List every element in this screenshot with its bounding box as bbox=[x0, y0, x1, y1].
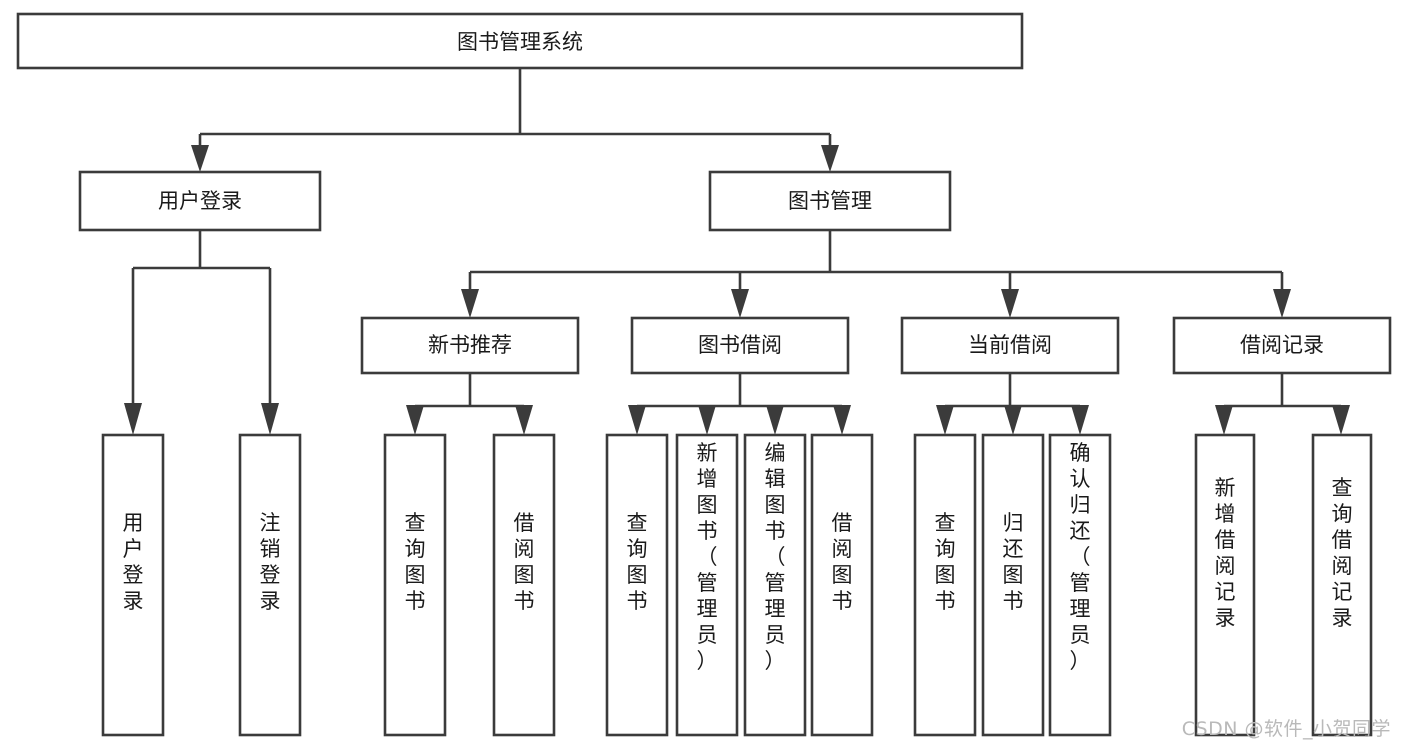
arrow-to-leaf-add-book bbox=[698, 405, 716, 435]
node-leaf-borrow-book-2-box[interactable] bbox=[810, 433, 874, 737]
node-leaf-return-book-label: 归还图书 bbox=[1003, 511, 1024, 613]
node-leaf-query-book-1[interactable]: 查询图书 bbox=[383, 433, 447, 737]
node-leaf-add-book-box[interactable] bbox=[675, 433, 739, 737]
node-leaf-confirm-return[interactable]: 确认归还（管理员） bbox=[1048, 433, 1112, 737]
node-leaf-query-book-3-label: 查询图书 bbox=[935, 511, 956, 613]
arrow-to-user-login bbox=[191, 145, 209, 172]
node-book-management[interactable]: 图书管理 bbox=[708, 170, 952, 232]
arrow-to-leaf-edit-book bbox=[766, 405, 784, 435]
node-leaf-borrow-book-2[interactable]: 借阅图书 bbox=[810, 433, 874, 737]
node-leaf-user-login[interactable]: 用户登录 bbox=[101, 433, 165, 737]
arrow-to-leaf-return-book bbox=[1004, 405, 1022, 435]
arrow-to-leaf-user-login bbox=[124, 403, 142, 435]
node-borrow-record-label: 借阅记录 bbox=[1240, 333, 1324, 357]
node-leaf-add-record[interactable]: 新增借阅记录 bbox=[1194, 433, 1256, 737]
node-user-login-box[interactable] bbox=[78, 170, 322, 232]
node-leaf-borrow-book-1[interactable]: 借阅图书 bbox=[492, 433, 556, 737]
arrow-to-leaf-borrow-book-2 bbox=[833, 405, 851, 435]
node-current-borrow-box[interactable] bbox=[900, 316, 1120, 375]
node-leaf-edit-book-box[interactable] bbox=[743, 433, 807, 737]
node-leaf-query-book-3[interactable]: 查询图书 bbox=[913, 433, 977, 737]
arrow-to-book-management bbox=[821, 145, 839, 172]
node-leaf-add-record-box[interactable] bbox=[1194, 433, 1256, 737]
arrow-to-leaf-query-record bbox=[1332, 405, 1350, 435]
arrow-to-new-book-recommend bbox=[461, 289, 479, 318]
node-leaf-borrow-book-1-label: 借阅图书 bbox=[514, 511, 535, 613]
node-leaf-query-record-label: 查询借阅记录 bbox=[1332, 476, 1353, 630]
node-book-borrow-box[interactable] bbox=[630, 316, 850, 375]
node-book-management-box[interactable] bbox=[708, 170, 952, 232]
node-book-borrow[interactable]: 图书借阅 bbox=[630, 316, 850, 375]
node-leaf-user-login-label: 用户登录 bbox=[123, 511, 144, 613]
node-leaf-borrow-book-1-box[interactable] bbox=[492, 433, 556, 737]
arrow-to-leaf-confirm-return bbox=[1071, 405, 1089, 435]
node-leaf-query-record[interactable]: 查询借阅记录 bbox=[1311, 433, 1373, 737]
node-leaf-user-logout[interactable]: 注销登录 bbox=[238, 433, 302, 737]
node-leaf-edit-book-label: 编辑图书（管理员） bbox=[765, 441, 786, 673]
node-user-login[interactable]: 用户登录 bbox=[78, 170, 322, 232]
node-leaf-query-book-3-box[interactable] bbox=[913, 433, 977, 737]
arrow-to-leaf-query-book-1 bbox=[406, 405, 424, 435]
node-leaf-borrow-book-2-label: 借阅图书 bbox=[832, 511, 853, 613]
node-leaf-add-record-label: 新增借阅记录 bbox=[1215, 476, 1236, 630]
node-borrow-record[interactable]: 借阅记录 bbox=[1172, 316, 1392, 375]
node-book-borrow-label: 图书借阅 bbox=[698, 333, 782, 357]
node-leaf-add-book[interactable]: 新增图书（管理员） bbox=[675, 433, 739, 737]
node-leaf-query-book-2-box[interactable] bbox=[605, 433, 669, 737]
arrow-to-leaf-add-record bbox=[1215, 405, 1233, 435]
node-current-borrow-label: 当前借阅 bbox=[968, 333, 1052, 357]
node-leaf-return-book-box[interactable] bbox=[981, 433, 1045, 737]
node-leaf-confirm-return-label: 确认归还（管理员） bbox=[1070, 441, 1091, 673]
node-current-borrow[interactable]: 当前借阅 bbox=[900, 316, 1120, 375]
node-root-label: 图书管理系统 bbox=[457, 30, 583, 54]
node-leaf-query-book-1-label: 查询图书 bbox=[405, 511, 426, 613]
node-new-book-recommend-label: 新书推荐 bbox=[428, 333, 512, 357]
arrow-to-leaf-user-logout bbox=[261, 403, 279, 435]
node-leaf-query-book-1-box[interactable] bbox=[383, 433, 447, 737]
node-root[interactable]: 图书管理系统 bbox=[16, 12, 1024, 70]
node-leaf-user-logout-box[interactable] bbox=[238, 433, 302, 737]
arrow-to-leaf-query-book-2 bbox=[628, 405, 646, 435]
node-new-book-recommend-box[interactable] bbox=[360, 316, 580, 375]
node-leaf-query-book-2[interactable]: 查询图书 bbox=[605, 433, 669, 737]
node-leaf-return-book[interactable]: 归还图书 bbox=[981, 433, 1045, 737]
arrow-to-book-borrow bbox=[731, 289, 749, 318]
node-root-box[interactable] bbox=[16, 12, 1024, 70]
node-new-book-recommend[interactable]: 新书推荐 bbox=[360, 316, 580, 375]
node-leaf-confirm-return-box[interactable] bbox=[1048, 433, 1112, 737]
arrow-to-leaf-borrow-book-1 bbox=[515, 405, 533, 435]
arrow-to-borrow-record bbox=[1273, 289, 1291, 318]
node-book-management-label: 图书管理 bbox=[788, 189, 872, 213]
node-leaf-edit-book[interactable]: 编辑图书（管理员） bbox=[743, 433, 807, 737]
arrow-to-current-borrow bbox=[1001, 289, 1019, 318]
node-leaf-user-logout-label: 注销登录 bbox=[260, 511, 281, 613]
node-leaf-add-book-label: 新增图书（管理员） bbox=[697, 441, 718, 673]
arrow-to-leaf-query-book-3 bbox=[936, 405, 954, 435]
node-leaf-query-book-2-label: 查询图书 bbox=[627, 511, 648, 613]
node-user-login-label: 用户登录 bbox=[158, 189, 242, 213]
node-borrow-record-box[interactable] bbox=[1172, 316, 1392, 375]
connectors-layer bbox=[124, 68, 1350, 435]
node-leaf-user-login-box[interactable] bbox=[101, 433, 165, 737]
node-leaf-query-record-box[interactable] bbox=[1311, 433, 1373, 737]
